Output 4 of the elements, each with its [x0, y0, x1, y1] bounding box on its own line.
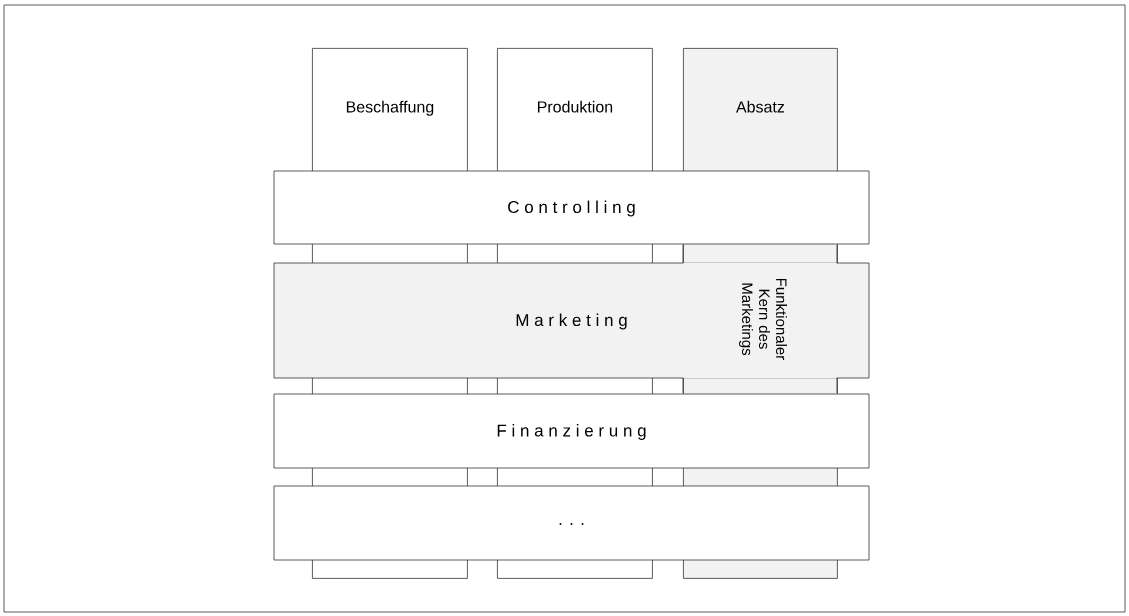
- band-box: M a r k e t i n g Funktionaler Kern des Marketings: [273, 244, 870, 394]
- band-box: F i n a n z i e r u n g: [273, 393, 870, 469]
- band-box: . . .: [273, 485, 870, 561]
- band-box: C o n t r o l l i n g: [273, 170, 870, 245]
